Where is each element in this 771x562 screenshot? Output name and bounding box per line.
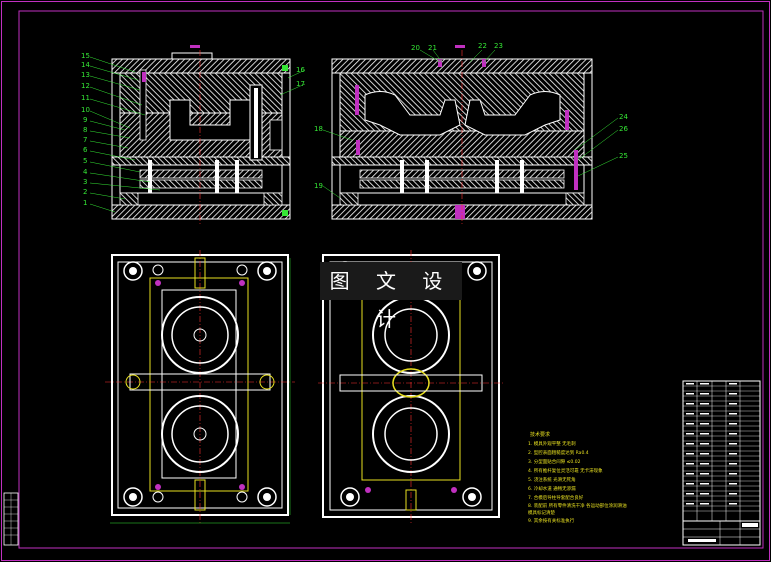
- plan-view-left: [105, 250, 295, 525]
- part-number: 23: [494, 42, 503, 50]
- tech-requirements: 技术要求 1. 模具外观平整 无毛刺 2. 型腔表面粗糙度达到 Ra0.4 3.…: [528, 431, 627, 524]
- inner-frame: [18, 10, 764, 549]
- revision-block: [3, 492, 19, 546]
- leaders-left: [89, 56, 306, 213]
- part-number: 1: [83, 199, 87, 207]
- part-number: 16: [296, 66, 305, 74]
- part-number: 18: [314, 125, 323, 133]
- part-number: 15: [81, 52, 90, 60]
- part-number: 19: [314, 182, 323, 190]
- part-number: 11: [81, 94, 90, 102]
- part-number: 14: [81, 61, 90, 69]
- part-number: 26: [619, 125, 628, 133]
- tech-requirement: 6. 冷却水道 通畅无渗漏: [528, 485, 576, 492]
- part-number: 24: [619, 113, 628, 121]
- tech-requirement: 2. 型腔表面粗糙度达到 Ra0.4: [528, 449, 589, 456]
- part-number: 7: [83, 136, 87, 144]
- part-number: 9: [83, 116, 87, 124]
- tech-requirement: 模具标记清楚: [528, 509, 555, 516]
- part-number: 21: [428, 44, 437, 52]
- tech-requirement: 1. 模具外观平整 无毛刺: [528, 440, 576, 447]
- part-number: 8: [83, 126, 87, 134]
- tech-requirements-title: 技术要求: [530, 431, 550, 438]
- parts-list: [682, 380, 761, 522]
- part-number: 4: [83, 168, 88, 176]
- part-number: 13: [81, 71, 90, 79]
- part-number: 3: [83, 178, 87, 186]
- part-number: 2: [83, 188, 87, 196]
- tech-requirement: 7. 合模后导柱导套配合良好: [528, 494, 584, 501]
- part-number: 20: [411, 44, 420, 52]
- part-number: 5: [83, 157, 87, 165]
- tech-requirement: 9. 其余按有关标准执行: [528, 517, 575, 524]
- part-number: 10: [81, 106, 90, 114]
- tech-requirement: 3. 分型面贴合间隙 ≤0.02: [528, 458, 581, 465]
- watermark: 图 文 设 计: [320, 262, 462, 331]
- part-number: 17: [296, 80, 305, 88]
- part-number: 6: [83, 146, 88, 154]
- leaders-right: [322, 49, 619, 199]
- tech-requirement: 4. 所有推杆复位灵活可靠 无卡滞现象: [528, 467, 603, 474]
- title-block: [682, 520, 761, 546]
- part-number: 22: [478, 42, 487, 50]
- section-view-right: [331, 45, 593, 225]
- tech-requirement: 5. 浇注系统 光滑无死角: [528, 476, 576, 483]
- section-view-left: [111, 45, 291, 225]
- part-number: 25: [619, 152, 628, 160]
- tech-requirement: 8. 装配前 所有零件清洗干净 各运动部位涂润滑油: [528, 502, 627, 509]
- part-number: 12: [81, 82, 90, 90]
- plan-view-right: [318, 250, 505, 525]
